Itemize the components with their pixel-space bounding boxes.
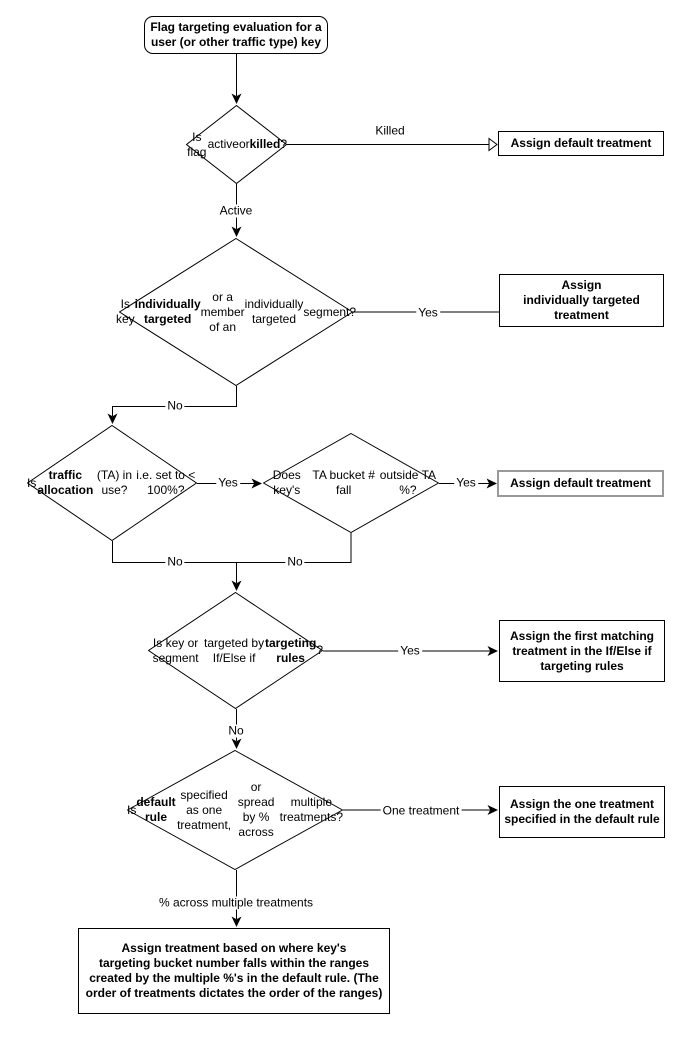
edge-label-yes-individual: Yes [416, 305, 440, 320]
arrowhead-open-into-default-box-1 [488, 137, 498, 152]
arrowhead-into-first-matching-box [487, 646, 498, 656]
edge-label-one-treatment: One treatment [380, 803, 462, 818]
arrowhead-into-default-rule-diamond [231, 738, 242, 749]
decision-traffic-allocation: Is traffic allocation(TA) in use?i.e. se… [27, 425, 197, 541]
edge-label-no-rules: No [226, 723, 246, 738]
box-assign-default-treatment-killed: Assign default treatment [498, 131, 664, 156]
diamond-shape [119, 238, 353, 386]
edge-label-yes-rules: Yes [398, 643, 422, 658]
arrowhead-into-one-treatment-box [487, 805, 498, 815]
edge-label-no-bucket: No [285, 554, 305, 569]
decision-traffic-allocation-label: Is traffic allocation(TA) in use?i.e. se… [27, 468, 196, 497]
edge-label-active: Active [217, 203, 255, 218]
edge-label-no-ta: No [165, 554, 185, 569]
arrowhead-into-default-box-2 [486, 478, 497, 489]
diamond-shape [186, 105, 287, 184]
arrowhead-into-rules-diamond [231, 580, 242, 591]
edge-label-pct-across: % across multiple treatments [156, 895, 316, 910]
edge-label-killed: Killed [373, 123, 407, 138]
diamond-shape [27, 425, 197, 541]
edge-no-bucket-merge [236, 533, 352, 563]
arrowhead-into-active-diamond [231, 93, 242, 104]
edge-label-yes-ta: Yes [216, 475, 240, 490]
arrowhead-into-bucket-diamond [251, 478, 262, 489]
diamond-shape [127, 750, 343, 870]
edge-label-yes-bucket: Yes [454, 475, 478, 490]
box-assign-default-treatment-ta-label: Assign default treatment [510, 476, 651, 490]
arrowhead-into-ta-diamond [107, 413, 118, 424]
arrowhead-into-targeted-diamond [231, 226, 242, 237]
arrowhead-into-ranges-box [231, 916, 242, 927]
diamond-shape [148, 592, 323, 709]
box-assign-default-treatment-killed-label: Assign default treatment [510, 136, 652, 150]
edge-label-no-individual: No [165, 398, 185, 413]
box-assign-default-treatment-ta: Assign default treatment [497, 470, 664, 497]
diamond-shape [263, 433, 439, 533]
edge-no-ta-merge [112, 541, 237, 563]
